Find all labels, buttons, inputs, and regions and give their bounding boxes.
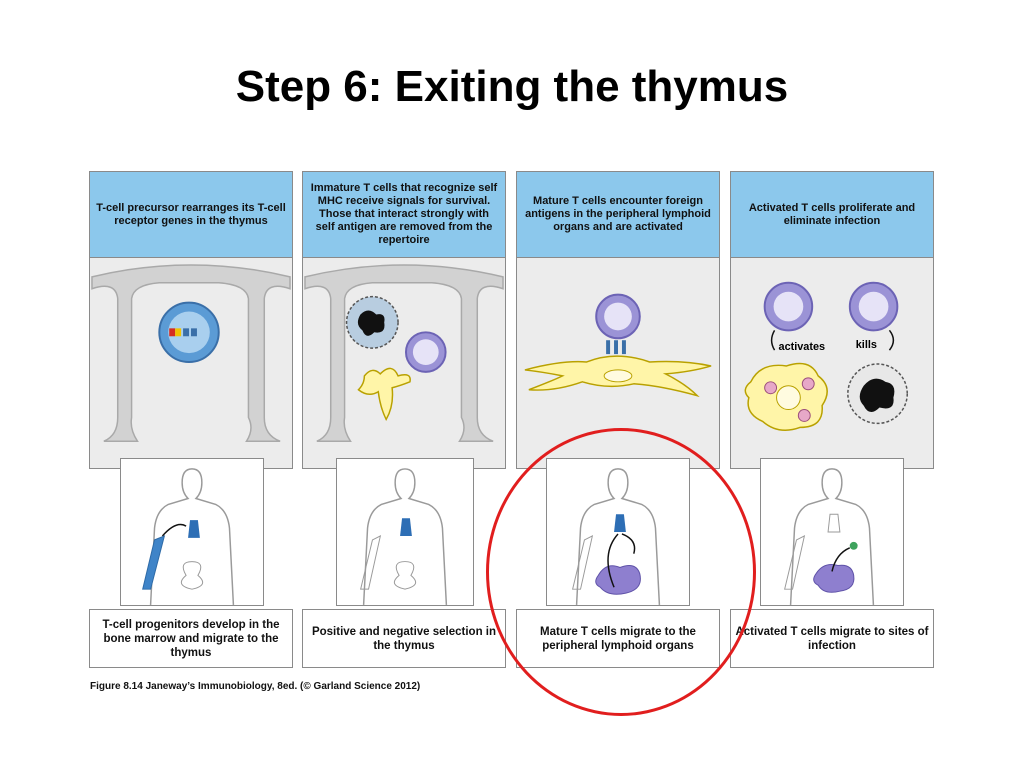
dendritic-epithelial-cell bbox=[357, 367, 411, 422]
panel-4-caption: Activated T cells migrate to sites of in… bbox=[730, 609, 934, 668]
body-diagram-1 bbox=[120, 458, 264, 606]
panel-2-header: Immature T cells that recognize self MHC… bbox=[303, 172, 505, 258]
thymus-organ bbox=[400, 518, 412, 536]
kills-label: kills bbox=[856, 339, 877, 351]
activates-label: activates bbox=[779, 341, 826, 353]
panel-1-header: T-cell precursor rearranges its T-cell r… bbox=[90, 172, 292, 258]
effector-function-illustration: activates kills bbox=[744, 281, 908, 431]
body-diagram-2 bbox=[336, 458, 474, 606]
highlight-circle bbox=[486, 428, 756, 716]
lymphoid-organs bbox=[813, 564, 855, 593]
antigen-encounter-illustration bbox=[524, 293, 712, 398]
panel-2: Immature T cells that recognize self MHC… bbox=[302, 171, 506, 469]
thymus-organ bbox=[188, 520, 200, 538]
migration-to-infection-diagram bbox=[784, 468, 875, 606]
thymus-precursor-illustration bbox=[91, 264, 291, 442]
bone bbox=[142, 535, 166, 590]
panel-3: Mature T cells encounter foreign antigen… bbox=[516, 171, 720, 469]
thymus-selection-diagram bbox=[360, 468, 448, 605]
thymic-selection-illustration bbox=[304, 264, 504, 442]
panel-1-caption: T-cell progenitors develop in the bone m… bbox=[89, 609, 293, 668]
panel-2-caption: Positive and negative selection in the t… bbox=[302, 609, 506, 668]
figure-credit: Figure 8.14 Janeway’s Immunobiology, 8ed… bbox=[90, 681, 421, 692]
body-diagram-4 bbox=[760, 458, 904, 606]
bone-marrow-to-thymus-diagram bbox=[142, 468, 235, 606]
panel-3-header: Mature T cells encounter foreign antigen… bbox=[517, 172, 719, 258]
panel-1: T-cell precursor rearranges its T-cell r… bbox=[89, 171, 293, 469]
panel-4: Activated T cells proliferate and elimin… bbox=[730, 171, 934, 469]
slide-title: Step 6: Exiting the thymus bbox=[235, 62, 789, 111]
panel-4-header: Activated T cells proliferate and elimin… bbox=[731, 172, 933, 258]
infection-site bbox=[849, 541, 858, 550]
